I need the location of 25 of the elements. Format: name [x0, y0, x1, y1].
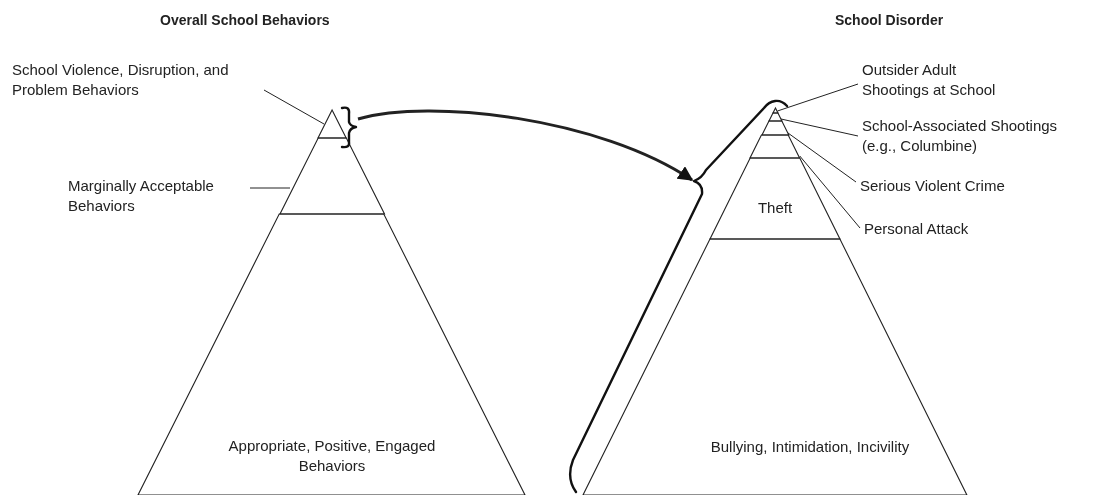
callout-text: Outsider Adult Shootings at School	[858, 60, 1008, 102]
leader-line	[799, 155, 861, 229]
leader-line	[780, 118, 859, 137]
pyramid-tier	[279, 138, 385, 214]
callout-text: Marginally Acceptable Behaviors	[68, 176, 250, 220]
leader-line	[249, 187, 291, 189]
callout-text: School Violence, Disruption, and Problem Behaviors	[12, 60, 264, 104]
tier-label: Theft	[756, 198, 794, 218]
tier-label: Appropriate, Positive, Engaged Behaviors	[227, 436, 437, 476]
leader-line	[776, 83, 859, 112]
leader-line	[787, 132, 857, 183]
pyramid-tier	[710, 158, 840, 239]
pyramid-tier	[138, 214, 526, 495]
leader-line	[263, 89, 325, 125]
section-heading: School Disorder	[835, 12, 944, 28]
pyramid-tier	[583, 239, 967, 495]
section-heading: Overall School Behaviors	[160, 12, 330, 28]
curly-brace	[340, 105, 358, 149]
arrow	[357, 109, 694, 182]
tier-label: Bullying, Intimidation, Incivility	[709, 437, 911, 457]
pyramid-tier	[317, 110, 347, 138]
callout-text: Personal Attack	[860, 219, 1010, 241]
callout-text: School-Associated Shootings (e.g., Columbine)	[858, 116, 1070, 160]
pyramid-tier	[750, 135, 800, 158]
callout-text: Serious Violent Crime	[856, 176, 1046, 198]
